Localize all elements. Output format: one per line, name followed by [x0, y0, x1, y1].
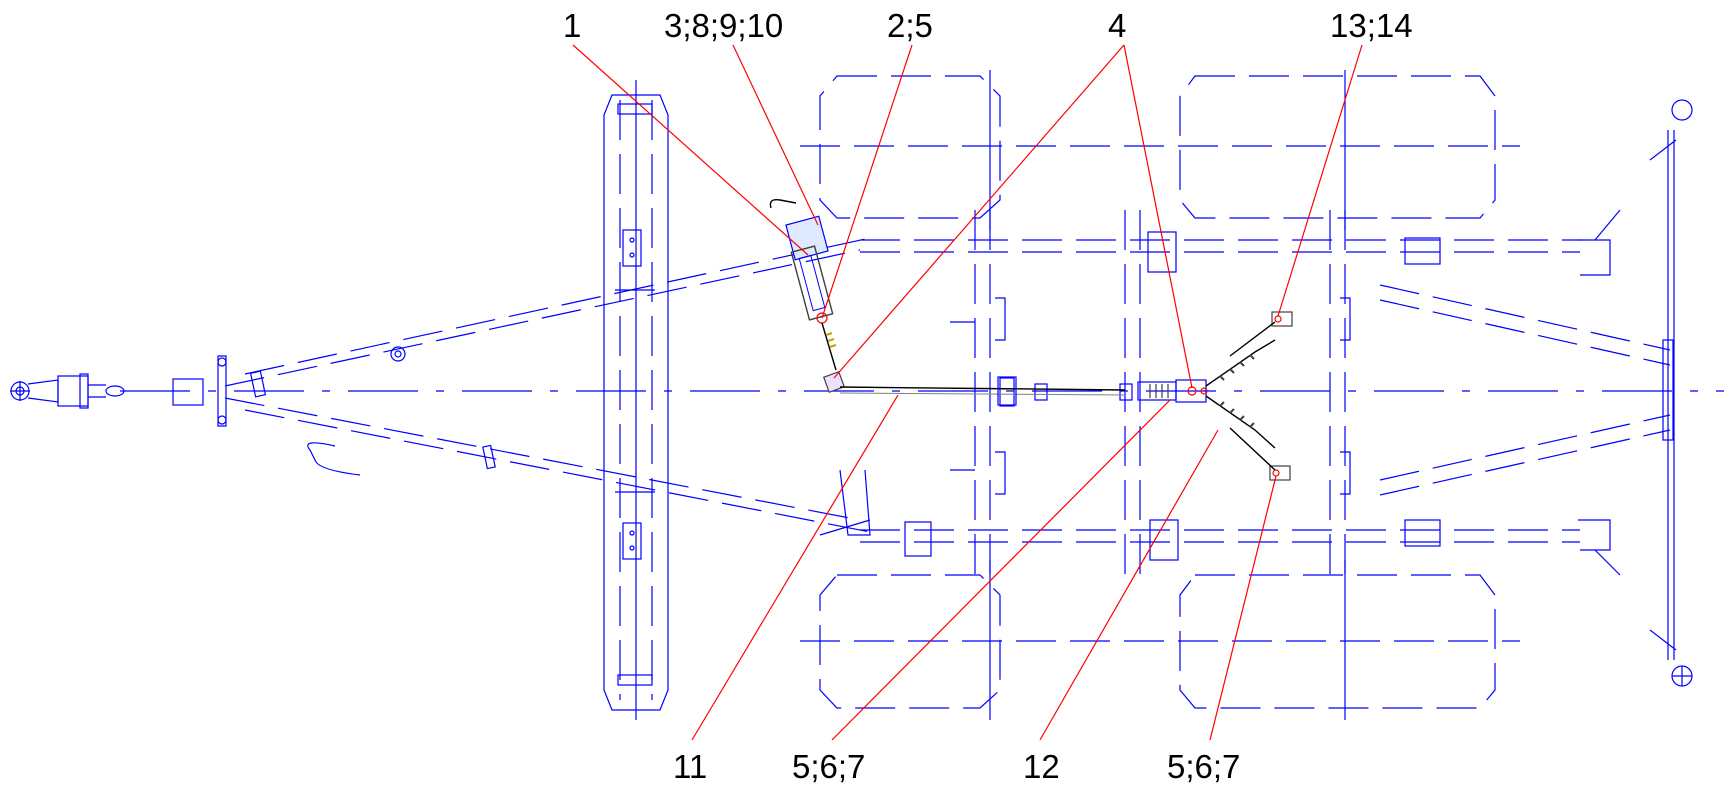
- leader-4-b: [1123, 44, 1193, 389]
- leader-11: [691, 394, 899, 741]
- label-3-8-9-10: 3;8;9;10: [664, 7, 783, 44]
- tow-hitch: [10, 355, 267, 427]
- leader-3-8-9-10: [732, 44, 819, 226]
- label-5-6-7-b: 5;6;7: [1167, 748, 1240, 785]
- leader-5-6-7-b: [1209, 475, 1277, 741]
- leader-lines: [572, 44, 1363, 741]
- leader-1: [572, 44, 809, 256]
- brake-harness: [839, 311, 1293, 481]
- drawbar-a-frame: [120, 237, 1724, 533]
- leader-12: [1039, 429, 1219, 741]
- label-2-5: 2;5: [887, 7, 933, 44]
- control-unit: [769, 198, 846, 394]
- label-11: 11: [673, 748, 707, 785]
- leader-4-a: [833, 44, 1125, 379]
- callout-labels: 1 3;8;9;10 2;5 4 13;14 11 5;6;7 12 5;6;7: [563, 7, 1413, 785]
- leader-13-14: [1277, 44, 1363, 317]
- label-4: 4: [1108, 7, 1126, 44]
- leader-5-6-7-a: [831, 399, 1171, 741]
- frame-rails: [819, 231, 1611, 561]
- label-1: 1: [563, 7, 581, 44]
- label-5-6-7-a: 5;6;7: [792, 748, 865, 785]
- label-13-14: 13;14: [1330, 7, 1413, 44]
- front-bolster: [603, 80, 669, 720]
- rear-frame: [1379, 99, 1693, 687]
- leader-2-5: [821, 44, 913, 319]
- wheels: [800, 70, 1520, 720]
- label-12: 12: [1023, 748, 1060, 785]
